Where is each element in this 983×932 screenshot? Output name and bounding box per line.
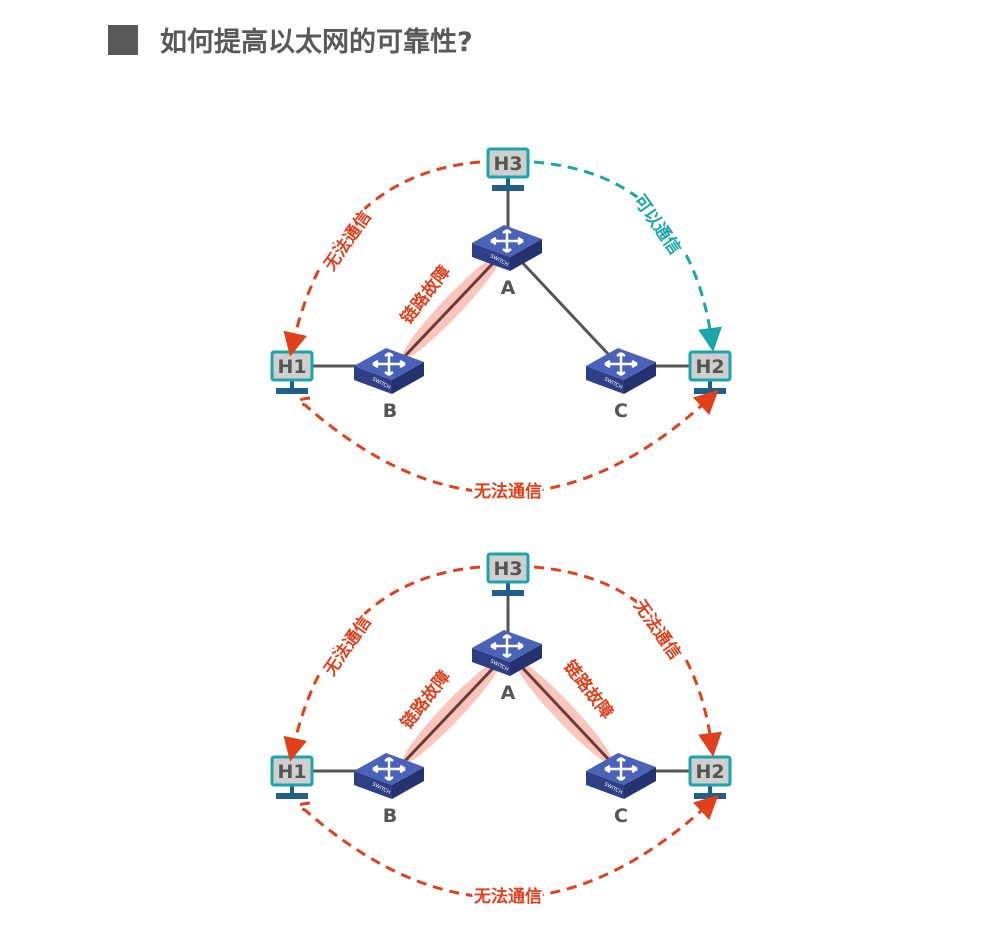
- arc-H1-H2-label: 无法通信: [473, 481, 542, 502]
- arc-H1-H3: [283, 160, 481, 357]
- switch-label: C: [614, 805, 628, 827]
- host-computer: H2: [688, 350, 732, 394]
- switch-side-right: [510, 239, 542, 271]
- host-computer: H1: [270, 755, 314, 799]
- monitor-stand: [492, 590, 524, 596]
- switch-side-right: [510, 644, 542, 676]
- arc-H1-H3: [283, 565, 481, 762]
- monitor-stand: [492, 185, 524, 191]
- monitor-stand: [276, 793, 308, 799]
- host-label: H3: [493, 153, 522, 175]
- square-bullet-icon: [108, 24, 138, 55]
- switch-side-right: [392, 362, 424, 394]
- switch-side-right: [392, 767, 424, 799]
- switch-side-front: [586, 366, 624, 394]
- arc-H1-H3-label: 无法通信: [319, 207, 376, 276]
- host-computer: H2: [688, 755, 732, 799]
- switch-label: B: [383, 400, 397, 422]
- link-A-B: [403, 661, 500, 763]
- network-switch: SWITCH: [472, 225, 542, 271]
- switch-arrows-icon: [372, 352, 406, 376]
- host-computer: H1: [270, 350, 314, 394]
- computer-monitor-icon: [688, 755, 732, 787]
- network-switch: SWITCH: [472, 630, 542, 676]
- switch-side-front: [354, 771, 392, 799]
- arc-H3-H2-label: 可以通信: [629, 191, 685, 259]
- arc-H1-H2: [297, 794, 719, 900]
- page-title: 如何提高以太网的可靠性?: [108, 20, 473, 59]
- monitor-stand: [276, 388, 308, 394]
- arc-H3-H2: [533, 565, 722, 757]
- host-label: H2: [695, 761, 724, 783]
- switch-label: A: [501, 277, 516, 299]
- monitor-stand: [694, 388, 726, 394]
- host-label: H1: [277, 356, 306, 378]
- host-label: H1: [277, 761, 306, 783]
- network-switch: SWITCH: [586, 753, 656, 799]
- switch-arrows-icon: [372, 757, 406, 781]
- switch-arrows-icon: [490, 229, 524, 253]
- arc-H1-H3-label: 无法通信: [319, 612, 376, 681]
- network-switch: SWITCH: [354, 348, 424, 394]
- link-A-C: [516, 256, 612, 358]
- network-switch: SWITCH: [586, 348, 656, 394]
- switch-arrows-icon: [604, 757, 638, 781]
- arc-H3-H2: [533, 160, 722, 352]
- switch-label: A: [501, 682, 516, 704]
- switch-side-front: [586, 771, 624, 799]
- network-switch: SWITCH: [354, 753, 424, 799]
- arc-H3-H2-label: 无法通信: [629, 595, 686, 664]
- host-computer: H3: [486, 552, 530, 596]
- host-computer: H3: [486, 147, 530, 191]
- link-A-B: [403, 256, 500, 358]
- switch-side-front: [472, 243, 510, 271]
- computer-monitor-icon: [486, 552, 530, 584]
- host-label: H3: [493, 558, 522, 580]
- switch-side-front: [472, 648, 510, 676]
- arc-H1-H2: [297, 389, 719, 495]
- computer-monitor-icon: [688, 350, 732, 382]
- monitor-stand: [694, 793, 726, 799]
- switch-side-right: [624, 362, 656, 394]
- arc-H1-H2-label: 无法通信: [473, 886, 542, 907]
- switch-side-front: [354, 366, 392, 394]
- title-text: 如何提高以太网的可靠性?: [160, 27, 473, 58]
- switch-label: C: [614, 400, 628, 422]
- computer-monitor-icon: [486, 147, 530, 179]
- host-label: H2: [695, 356, 724, 378]
- link-A-C: [516, 661, 612, 763]
- switch-arrows-icon: [490, 634, 524, 658]
- switch-label: B: [383, 805, 397, 827]
- switch-side-right: [624, 767, 656, 799]
- switch-arrows-icon: [604, 352, 638, 376]
